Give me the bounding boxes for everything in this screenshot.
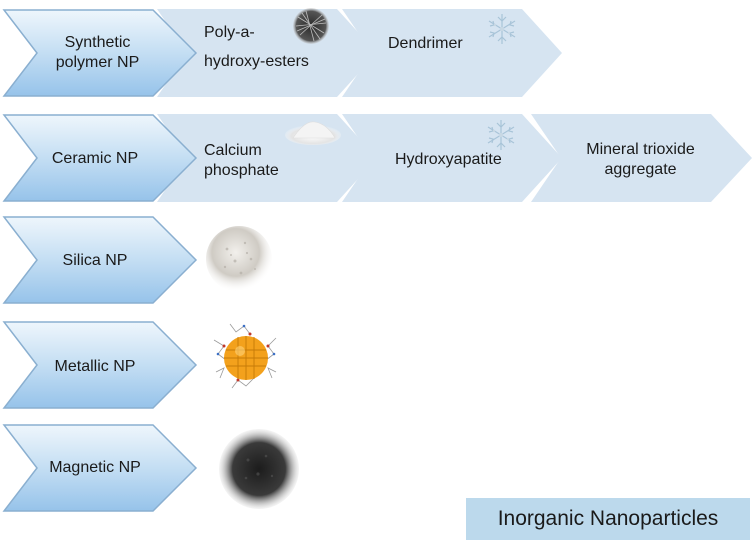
main-chevron-metallic [2, 321, 198, 409]
subtype-label-hydroxyapatite: Hydroxyapatite [395, 151, 502, 168]
main-chevron-magnetic [2, 424, 198, 512]
category-label-magnetic: Magnetic NP [49, 459, 141, 476]
gold-lattice-particle-icon [213, 323, 277, 389]
subtype-label-mineral-trioxide-aggregate: Mineral trioxide aggregate [586, 141, 695, 178]
category-label-silica: Silica NP [62, 252, 128, 269]
snowflake-crystal-icon [487, 120, 515, 150]
category-label-metallic: Metallic NP [54, 358, 136, 375]
sub-chevron-dendrimer [342, 9, 562, 97]
white-powder-icon [285, 121, 341, 145]
sub-chevron-mineral-trioxide-aggregate [531, 114, 752, 202]
sub-chevron-hydroxyapatite [342, 114, 562, 202]
subtype-label-dendrimer: Dendrimer [388, 35, 463, 52]
fiber-mesh-icon [293, 8, 329, 44]
subtype-label-calcium-phosphate: Calcium phosphate [204, 142, 279, 179]
dark-magnetic-particle-icon [219, 429, 299, 509]
category-label-synthetic-polymer: Synthetic polymer NP [55, 33, 140, 71]
snowflake-crystal-icon [488, 14, 516, 44]
silica-particle-icon [206, 226, 272, 292]
main-chevron-silica [2, 216, 198, 304]
category-label-ceramic: Ceramic NP [51, 150, 139, 167]
main-chevron-ceramic [2, 114, 198, 202]
legend-inorganic-nanoparticles: Inorganic Nanoparticles [466, 498, 750, 540]
subtype-label-poly-a-hydroxy-esters: Poly-a- hydroxy-esters [204, 24, 309, 70]
legend-label: Inorganic Nanoparticles [497, 507, 719, 530]
main-chevron-synthetic-polymer [2, 9, 198, 97]
